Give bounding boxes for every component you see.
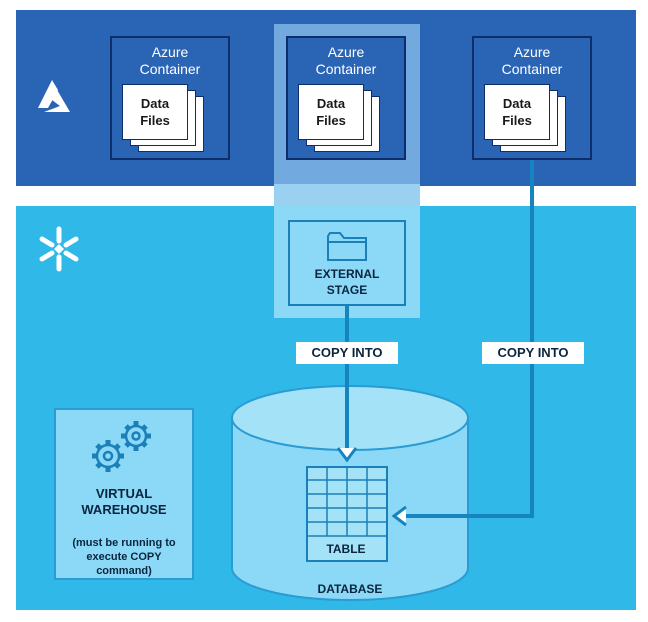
container-title: Container — [501, 61, 563, 77]
data-files-2: Data Files — [298, 84, 364, 140]
table-label: TABLE — [326, 542, 366, 556]
container-title: Container — [315, 61, 377, 77]
database-label: DATABASE — [317, 582, 383, 596]
gears-icon — [92, 421, 151, 472]
external-stage-label: EXTERNAL STAGE — [288, 266, 406, 298]
warehouse-note-line: execute COPY — [86, 551, 162, 563]
copy-into-label-left: COPY INTO — [296, 342, 398, 364]
virtual-warehouse-note: (must be running to execute COPY command… — [54, 536, 194, 578]
container-title: Container — [139, 61, 201, 77]
warehouse-title-line: WAREHOUSE — [81, 502, 167, 517]
container-to-table-arrowhead — [391, 505, 407, 527]
container-title: Azure — [151, 44, 189, 60]
data-files-3: Data Files — [484, 84, 550, 140]
data-files-1: Data Files — [122, 84, 188, 140]
files-label: Data — [502, 96, 532, 111]
files-label: Files — [316, 113, 346, 128]
snowflake-logo-icon — [39, 226, 79, 272]
table-icon — [306, 466, 388, 562]
warehouse-note-line: command) — [96, 565, 152, 577]
azure-logo-icon — [38, 80, 70, 112]
warehouse-title-line: VIRTUAL — [95, 486, 153, 501]
stage-label-line: EXTERNAL — [314, 267, 380, 281]
files-label: Files — [502, 113, 532, 128]
folder-icon — [327, 232, 367, 261]
files-label: Data — [316, 96, 346, 111]
files-label: Files — [140, 113, 170, 128]
stage-label-line: STAGE — [326, 283, 368, 297]
copy-into-label-right: COPY INTO — [482, 342, 584, 364]
virtual-warehouse-title: VIRTUAL WAREHOUSE — [54, 486, 194, 518]
highlight-column-gap — [274, 184, 420, 206]
stage-to-table-arrowhead — [336, 447, 358, 463]
external-stage-box — [288, 220, 406, 306]
container-title: Azure — [327, 44, 365, 60]
container-title: Azure — [513, 44, 551, 60]
warehouse-note-line: (must be running to — [72, 537, 176, 549]
container-to-table-arrow — [394, 160, 534, 518]
files-label: Data — [140, 96, 170, 111]
